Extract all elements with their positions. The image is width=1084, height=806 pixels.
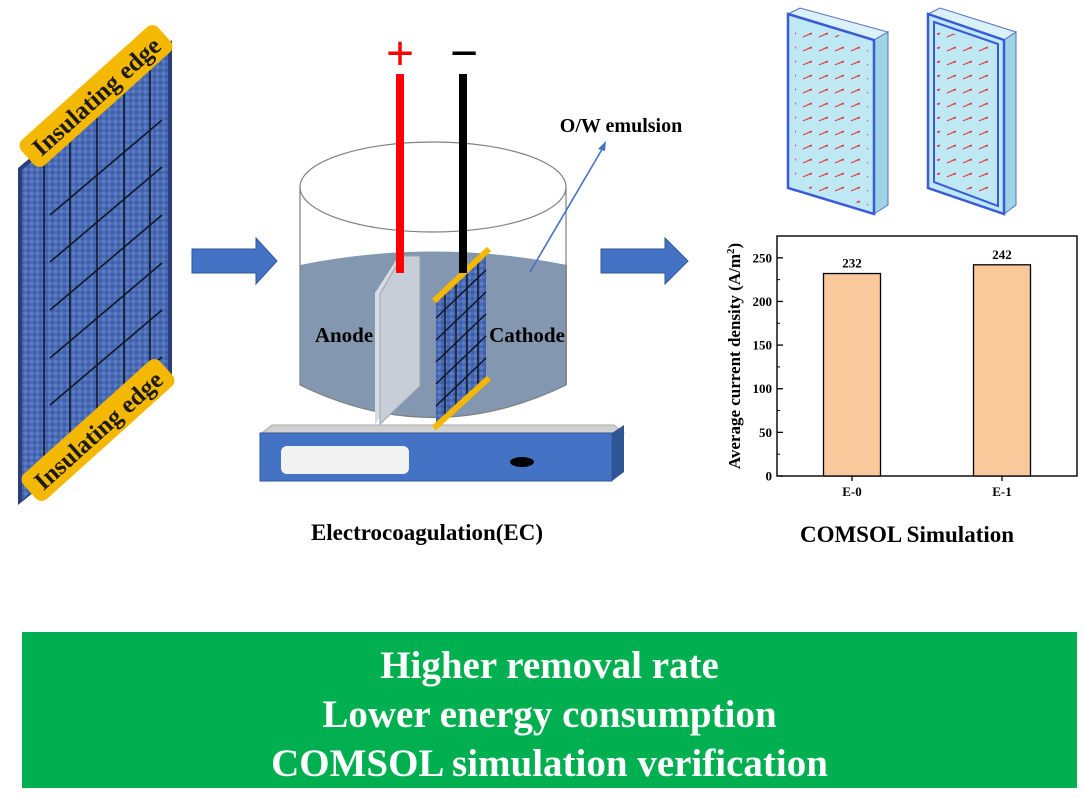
cathode-insulating-bottom <box>431 375 492 431</box>
cathode-label: Cathode <box>489 323 565 347</box>
chart-y-axis-label-main: Average current density (A/m <box>725 254 744 469</box>
model-e1-side <box>1003 31 1017 215</box>
flow-arrow-right <box>600 236 689 286</box>
stirrer-top <box>260 424 626 434</box>
chart-bars: 232 242 <box>822 247 1032 477</box>
chart-y-tick-label: 150 <box>753 338 773 353</box>
model-e0-field <box>795 22 868 206</box>
beaker-bottom <box>299 384 567 418</box>
stirrer-side <box>612 425 624 481</box>
chart-y-axis-label-sup: 2 <box>725 248 737 254</box>
chart-bar-e-0 <box>822 272 882 477</box>
cathode-insulating-top <box>431 246 492 304</box>
chart-x-tick-label: E-0 <box>842 484 862 499</box>
conclusion-verification: COMSOL simulation verification <box>271 742 828 785</box>
model-e1-insulation <box>933 20 999 208</box>
beaker-rim <box>299 141 567 233</box>
chart-y-axis-label-end: ) <box>725 243 744 249</box>
chart-y-tick-label: 100 <box>753 381 773 396</box>
chart-bar-e-1 <box>972 264 1032 477</box>
chart-y-tick-label: 250 <box>753 250 773 265</box>
chart-y-tick-label: 50 <box>759 425 772 440</box>
comsol-model-e1 <box>926 7 1018 216</box>
conclusions-banner: Higher removal rate Lower energy consump… <box>22 632 1077 788</box>
mesh-electrode: Insulating edge Insulating edge <box>18 25 175 505</box>
current-density-chart: 0 50 100 150 200 250 232 242 E-0 E-1 Average cu… <box>725 235 1078 499</box>
model-e1-field <box>937 28 995 200</box>
conclusion-removal-rate: Higher removal rate <box>380 644 719 687</box>
chart-x-tick-label: E-1 <box>992 484 1012 499</box>
chart-plot-frame <box>776 235 1078 477</box>
model-e0-side <box>873 31 889 215</box>
cathode-mesh-wires <box>435 258 487 420</box>
ec-cell: + − O/W emulsion Anode Cathode Electroco… <box>259 25 682 545</box>
stirrer-knob <box>510 457 534 467</box>
chart-data-label: 242 <box>992 247 1012 262</box>
anode-wire <box>396 74 404 273</box>
stirrer-display <box>281 446 409 474</box>
emulsion-label: O/W emulsion <box>560 115 682 137</box>
chart-data-label: 232 <box>842 256 862 271</box>
emulsion-pointer-head <box>598 141 606 151</box>
anode-label: Anode <box>315 323 373 347</box>
cathode-wire <box>459 74 467 273</box>
simulation-caption: COMSOL Simulation <box>800 522 1014 547</box>
comsol-model-e0 <box>786 7 890 216</box>
emulsion-pointer <box>529 145 605 273</box>
cathode-mesh <box>436 250 486 428</box>
ec-caption: Electrocoagulation(EC) <box>311 520 543 545</box>
chart-y-axis-label: Average current density (A/m2) <box>725 243 744 469</box>
flow-arrow-left <box>191 236 278 286</box>
minus-sign: − <box>450 25 479 81</box>
chart-y-axis: 0 50 100 150 200 250 <box>753 250 783 484</box>
beaker-liquid <box>300 251 567 418</box>
chart-x-axis: E-0 E-1 <box>842 476 1012 499</box>
chart-y-tick-label: 0 <box>766 469 773 484</box>
conclusion-energy: Lower energy consumption <box>322 693 777 736</box>
plus-sign: + <box>386 25 415 81</box>
chart-y-tick-label: 200 <box>753 294 773 309</box>
